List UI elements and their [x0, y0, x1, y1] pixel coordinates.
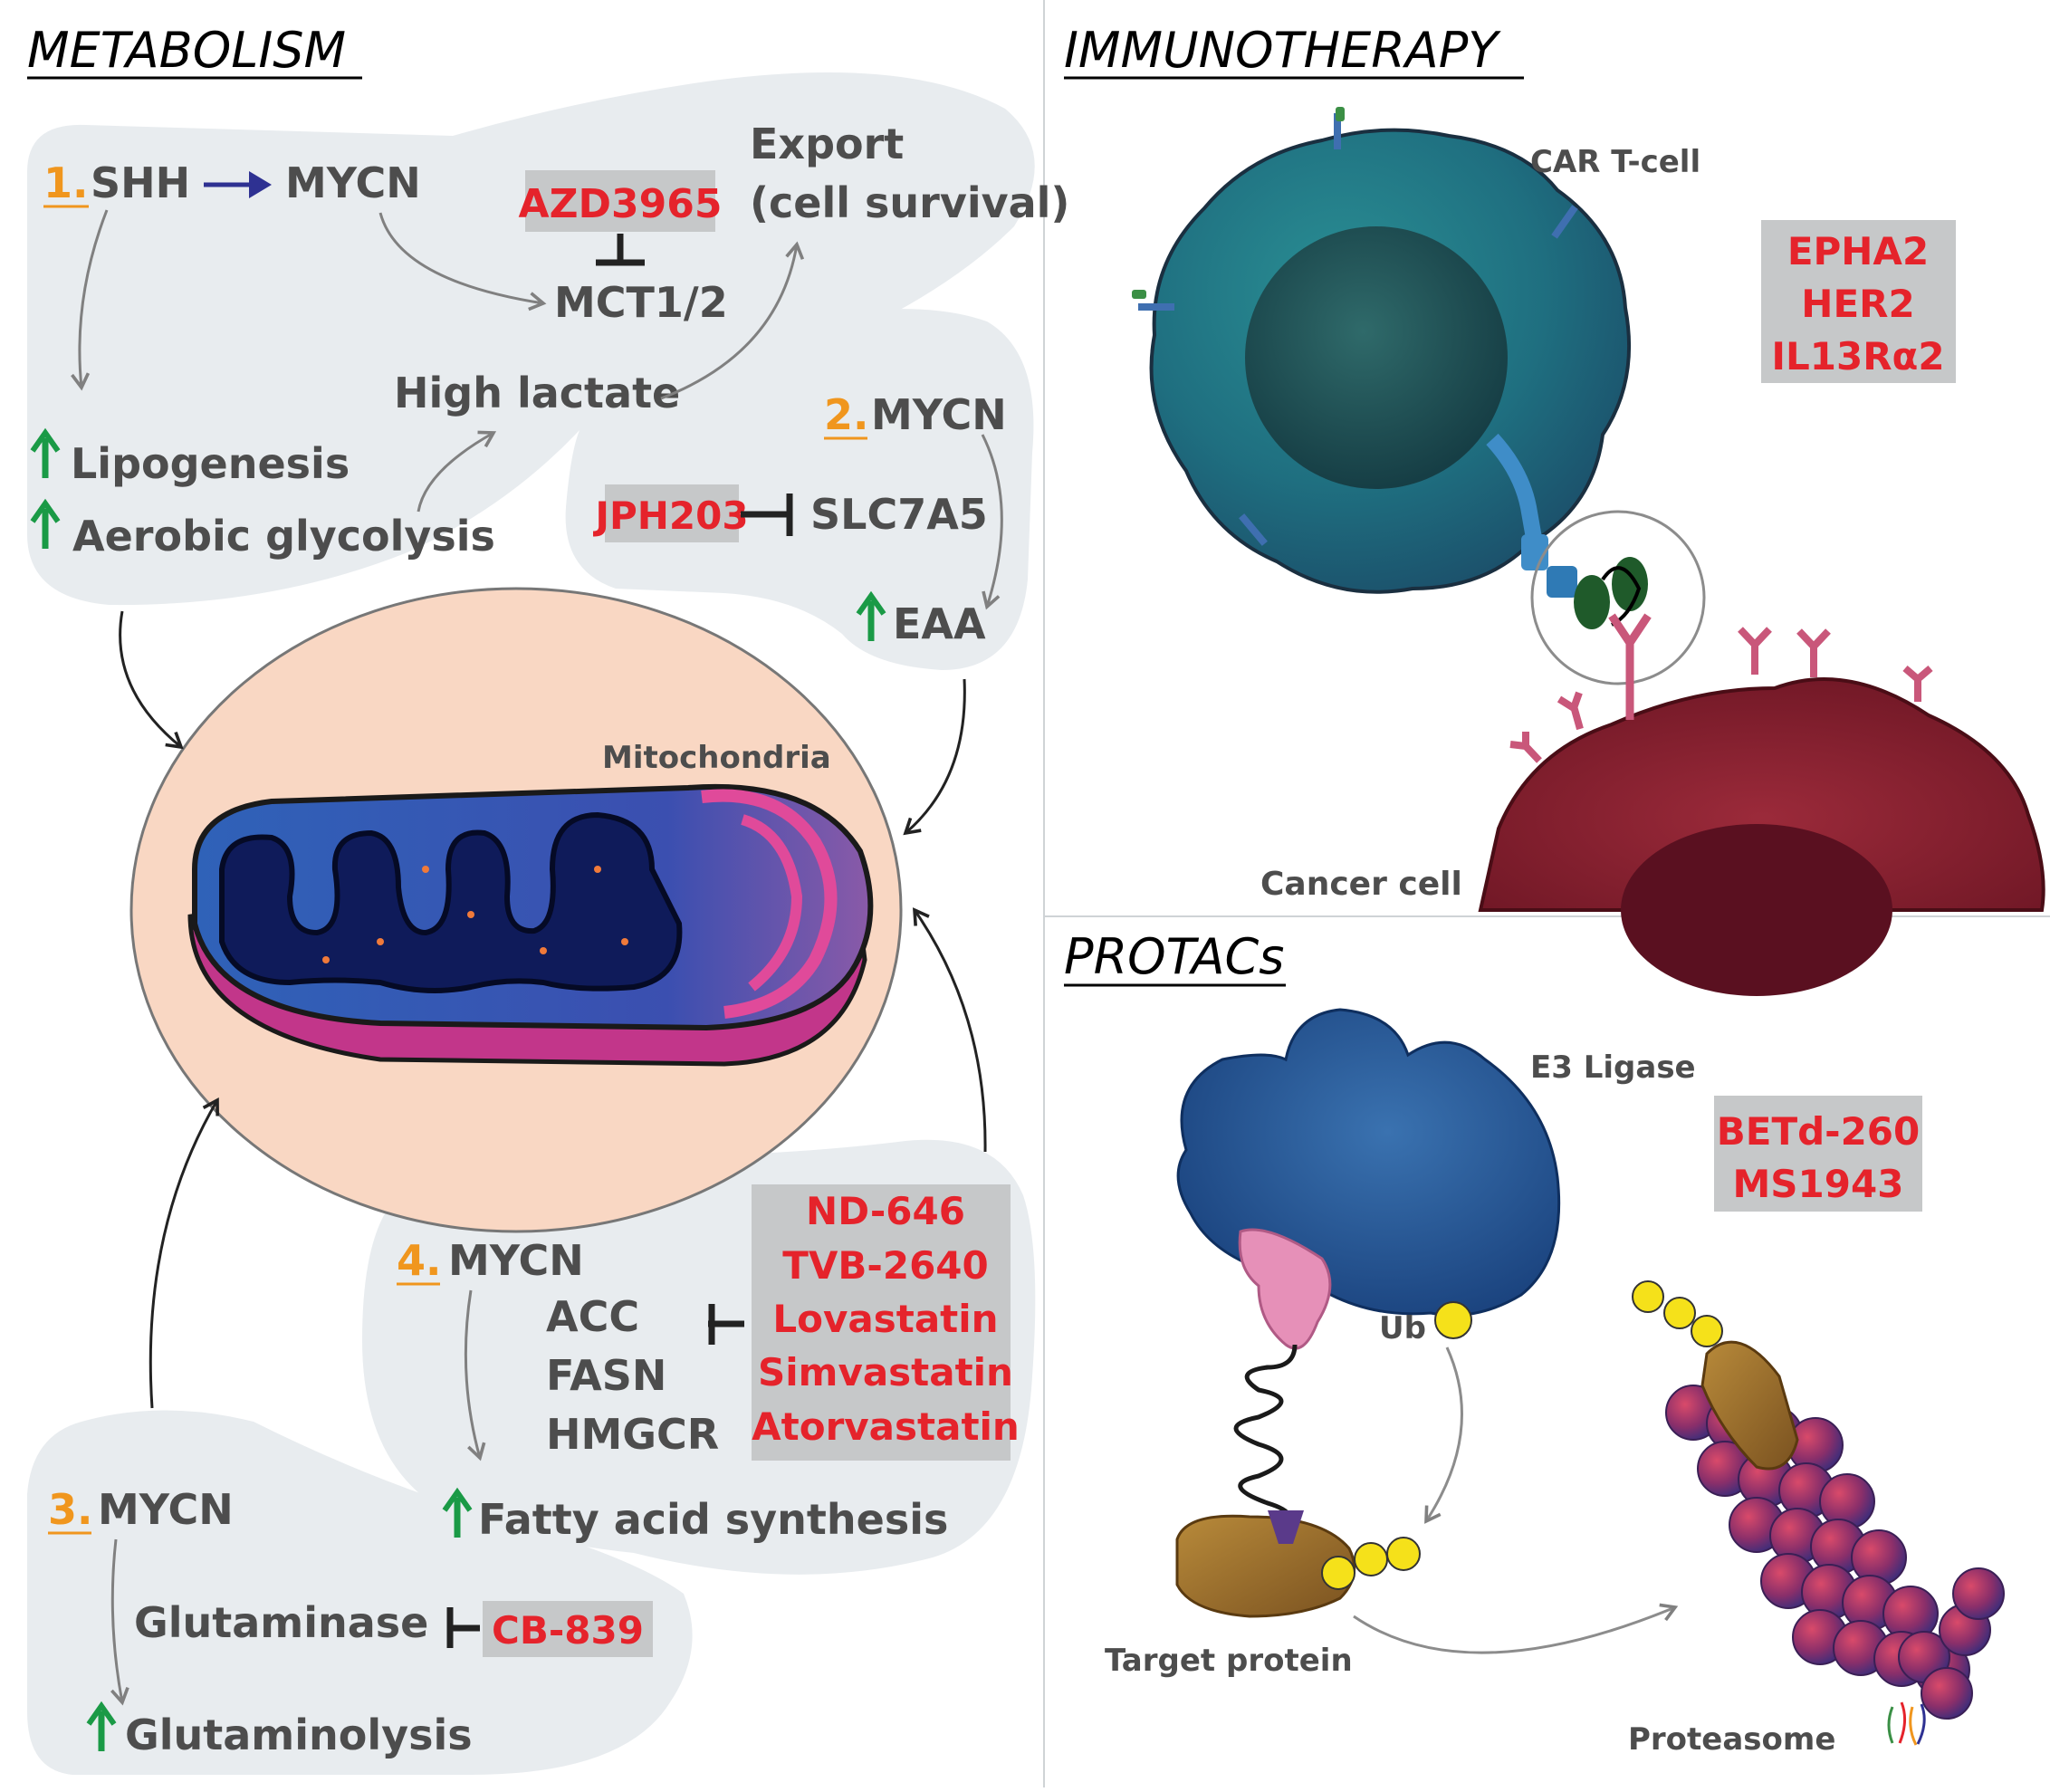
- car-t-cell: [1149, 128, 1632, 594]
- step-1-number: 1.: [43, 158, 88, 207]
- ub-icon: [1354, 1542, 1388, 1576]
- up-arrow-icon: [442, 1487, 473, 1538]
- mitochondria-label: Mitochondria: [602, 740, 831, 776]
- glycolysis-to-lactate-arrow: [417, 430, 497, 513]
- mycn-to-eaa-arrow: [981, 434, 1003, 610]
- glutaminase-label: Glutaminase: [134, 1598, 428, 1647]
- immunotherapy-heading: IMMUNOTHERAPY: [1064, 22, 1501, 79]
- jph203-label: JPH203: [592, 494, 748, 538]
- up-arrow-icon: [86, 1701, 117, 1751]
- drug-ms1943: MS1943: [1733, 1162, 1904, 1206]
- export-label: Export: [750, 120, 904, 168]
- cell-survival-label: (cell survival): [750, 178, 1069, 227]
- aerobic-glycolysis-label: Aerobic glycolysis: [72, 512, 495, 561]
- up-arrow-icon: [30, 427, 61, 478]
- ub-icon: [1386, 1537, 1421, 1571]
- proteasome-ub-chain: [1632, 1280, 1799, 1471]
- lipogenesis-label: Lipogenesis: [71, 439, 350, 488]
- target-epha2: EPHA2: [1787, 229, 1929, 273]
- drug-nd646: ND-646: [806, 1189, 965, 1233]
- up-arrow-icon: [30, 498, 61, 549]
- car-t-cell-label: CAR T-cell: [1530, 144, 1700, 180]
- mycn-label-2: MYCN: [871, 390, 1007, 439]
- cb839-label: CB-839: [492, 1608, 644, 1653]
- protacs-heading: PROTACs: [1064, 928, 1284, 985]
- azd3965-label: AZD3965: [519, 181, 723, 227]
- ub-transfer-arrow: [1424, 1346, 1463, 1524]
- panel-bg-3: [27, 1410, 693, 1775]
- lactate-to-export-arrow: [660, 241, 805, 400]
- eaa-label: EAA: [893, 599, 986, 648]
- ub-icon: [1321, 1556, 1355, 1590]
- ligand: [1238, 1228, 1332, 1350]
- proteasome: [1665, 1385, 2005, 1720]
- binding-highlight: [1530, 510, 1706, 685]
- proteasome-label: Proteasome: [1628, 1721, 1835, 1758]
- s3-to-mito-arrow: [148, 1097, 219, 1409]
- glutaminolysis-label: Glutaminolysis: [125, 1711, 473, 1759]
- target-protein: [1175, 1510, 1356, 1618]
- ub-icon: [1434, 1301, 1472, 1339]
- car-receptors: [1132, 107, 1578, 598]
- drug-betd260: BETd-260: [1717, 1109, 1921, 1154]
- jph203-box: [605, 484, 739, 542]
- fatty-acid-synthesis-label: Fatty acid synthesis: [478, 1495, 948, 1544]
- ub-label: Ub: [1379, 1310, 1426, 1346]
- drug-atorvastatin: Atorvastatin: [752, 1404, 1020, 1449]
- drug-tvb2640: TVB-2640: [782, 1243, 989, 1288]
- mycn-label-3: MYCN: [98, 1485, 234, 1534]
- s4-drug-box: [752, 1184, 1011, 1461]
- up-arrow-icon: [856, 590, 886, 641]
- step-4-number: 4.: [397, 1236, 441, 1285]
- car-binding-domain: [1574, 557, 1648, 629]
- high-lactate-label: High lactate: [394, 369, 680, 417]
- mycn-to-glutaminolysis-arrow: [110, 1538, 129, 1706]
- target-her2: HER2: [1801, 282, 1914, 326]
- car-targets-box: [1761, 220, 1956, 383]
- s2-to-mito-arrow: [903, 678, 966, 836]
- acc-label: ACC: [546, 1292, 639, 1341]
- cancer-cell: [1478, 613, 2045, 996]
- degradation-arrow: [1353, 1603, 1679, 1654]
- e3-ligase-label: E3 Ligase: [1530, 1049, 1696, 1086]
- mycn-label-1: MYCN: [285, 158, 421, 207]
- hmgcr-label: HMGCR: [546, 1410, 719, 1459]
- e3-ligase: [1176, 1008, 1561, 1317]
- azd3965-box: [525, 170, 715, 232]
- fasn-label: FASN: [546, 1351, 666, 1400]
- step-3-number: 3.: [48, 1485, 92, 1534]
- cancer-cell-label: Cancer cell: [1260, 866, 1462, 903]
- cb839-box: [483, 1601, 653, 1657]
- panel-bg-2: [565, 309, 1034, 670]
- mycn-to-mct-arrow: [378, 212, 547, 311]
- protac-drug-box: [1714, 1096, 1922, 1212]
- shh-label: SHH: [91, 158, 190, 207]
- shh-to-lipogenesis-arrow: [71, 209, 109, 391]
- target-protein-label: Target protein: [1105, 1643, 1353, 1679]
- linker: [1233, 1344, 1298, 1533]
- drug-lovastatin: Lovastatin: [772, 1297, 998, 1341]
- mycn-to-fas-arrow: [464, 1289, 486, 1461]
- s1-to-mito-arrow: [119, 610, 184, 750]
- slc7a5-label: SLC7A5: [810, 490, 988, 539]
- panel-bg-1: [27, 72, 1035, 606]
- mitochondrion: [187, 783, 874, 1067]
- s4-to-mito-arrow: [913, 907, 987, 1153]
- mycn-label-4: MYCN: [448, 1236, 584, 1285]
- step-2-number: 2.: [824, 390, 868, 439]
- drug-simvastatin: Simvastatin: [758, 1350, 1013, 1394]
- target-il13ra2: IL13Rα2: [1771, 334, 1944, 379]
- mct-label: MCT1/2: [554, 278, 728, 327]
- metabolism-heading: METABOLISM: [27, 22, 346, 79]
- peptide-fragments-icon: [1887, 1701, 1926, 1746]
